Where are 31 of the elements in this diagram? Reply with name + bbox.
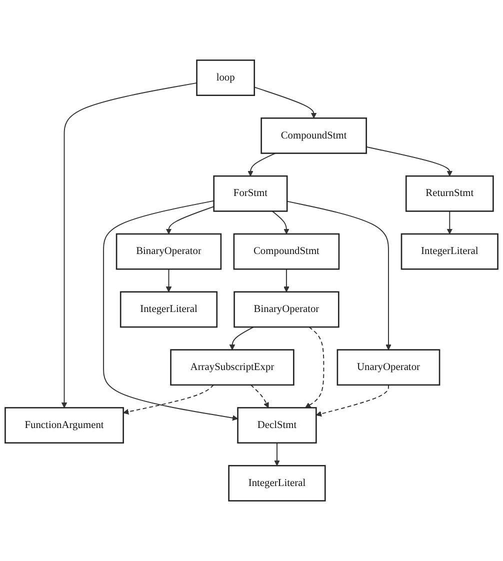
node-box: IntegerLiteral [228, 465, 326, 502]
node-box: loop [196, 60, 256, 96]
arrow [305, 326, 324, 408]
node-box: ReturnStmt [405, 175, 494, 212]
arrow [166, 206, 214, 234]
node-box: ArraySubscriptExpr [170, 349, 294, 386]
node-box: IntegerLiteral [400, 233, 498, 270]
arrow [248, 152, 276, 176]
arrow [61, 82, 198, 408]
arrow [274, 442, 280, 466]
node-box: CompoundStmt [233, 233, 340, 270]
arrow [250, 384, 269, 408]
arrow [123, 384, 214, 415]
node-box: DeclStmt [237, 407, 317, 444]
node-box: ForStmt [213, 175, 288, 212]
arrow [254, 86, 317, 118]
arrow [284, 268, 290, 292]
arrow [316, 384, 389, 417]
node-box: IntegerLiteral [120, 291, 218, 328]
arrow [366, 146, 453, 176]
arrow [166, 268, 172, 292]
arrow [272, 210, 290, 234]
node-box: BinaryOperator [116, 233, 222, 270]
node-box: UnaryOperator [336, 349, 440, 386]
arrow [103, 200, 238, 421]
node-box: FunctionArgument [4, 407, 124, 444]
arrow [446, 210, 453, 234]
node-box: BinaryOperator [234, 291, 340, 328]
arrow [229, 326, 254, 350]
arrow [286, 200, 392, 350]
node-box: CompoundStmt [260, 117, 367, 154]
